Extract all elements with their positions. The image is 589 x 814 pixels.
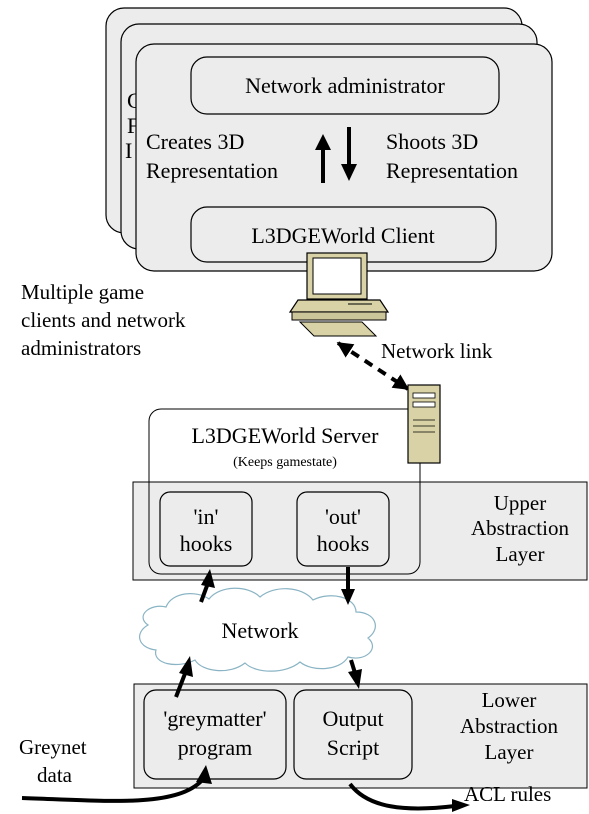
lower-layer-label-line3: Layer xyxy=(485,740,534,764)
output-script-line1: Output xyxy=(322,706,383,731)
multiple-caption-line1: Multiple game xyxy=(21,280,144,304)
greymatter-box xyxy=(143,689,287,780)
shoots-label-line2: Representation xyxy=(386,158,518,183)
server-box xyxy=(148,408,421,575)
stack-fragment-3: I xyxy=(125,138,132,163)
arrow-cloud-to-in-hooks xyxy=(199,569,215,603)
creates-label-line2: Representation xyxy=(146,158,278,183)
in-hooks-box xyxy=(159,491,253,567)
network-link-line xyxy=(336,341,410,391)
acl-rules-label: ACL rules xyxy=(464,782,551,806)
creates-label-line1: Creates 3D xyxy=(146,129,244,154)
greynet-input-curve xyxy=(21,776,206,803)
multiple-caption-line2: clients and network xyxy=(21,308,186,332)
network-cloud-label: Network xyxy=(222,618,299,643)
acl-output-arrowhead xyxy=(452,799,470,812)
upper-layer-label-line1: Upper xyxy=(494,491,546,515)
computer-icon xyxy=(288,252,390,337)
down-arrow xyxy=(341,127,357,181)
network-cloud xyxy=(139,587,376,672)
multiple-caption-line3: administrators xyxy=(21,336,141,360)
server-title: L3DGEWorld Server xyxy=(191,423,379,448)
in-hooks-line1: 'in' xyxy=(193,504,218,529)
server-icon xyxy=(407,384,441,464)
greymatter-line1: 'greymatter' xyxy=(163,706,266,731)
out-hooks-box xyxy=(296,491,390,567)
lower-layer-label-line1: Lower xyxy=(482,688,537,712)
arrow-greymatter-to-cloud xyxy=(174,656,193,698)
out-hooks-line1: 'out' xyxy=(325,504,361,529)
upper-layer-label-line2: Abstraction xyxy=(471,516,569,540)
greymatter-line2: program xyxy=(178,735,253,760)
in-hooks-line2: hooks xyxy=(180,531,233,556)
out-hooks-line2: hooks xyxy=(317,531,370,556)
acl-output-curve xyxy=(348,782,456,811)
network-link-label: Network link xyxy=(381,339,493,363)
arrow-cloud-to-output xyxy=(348,659,362,689)
network-admin-box xyxy=(190,56,500,115)
up-arrow xyxy=(315,134,331,183)
upper-layer-label-line3: Layer xyxy=(496,542,545,566)
lower-layer-label-line2: Abstraction xyxy=(460,714,558,738)
output-script-line2: Script xyxy=(327,735,380,760)
greynet-line1: Greynet xyxy=(19,735,87,759)
server-subtitle: (Keeps gamestate) xyxy=(233,455,337,470)
arrow-out-hooks-to-cloud xyxy=(341,567,355,605)
greynet-input-arrowhead xyxy=(196,765,212,784)
output-script-box xyxy=(293,689,413,780)
network-admin-label: Network administrator xyxy=(245,73,445,98)
greynet-line2: data xyxy=(37,763,73,787)
client-box-label: L3DGEWorld Client xyxy=(251,223,434,248)
shoots-label-line1: Shoots 3D xyxy=(386,129,478,154)
